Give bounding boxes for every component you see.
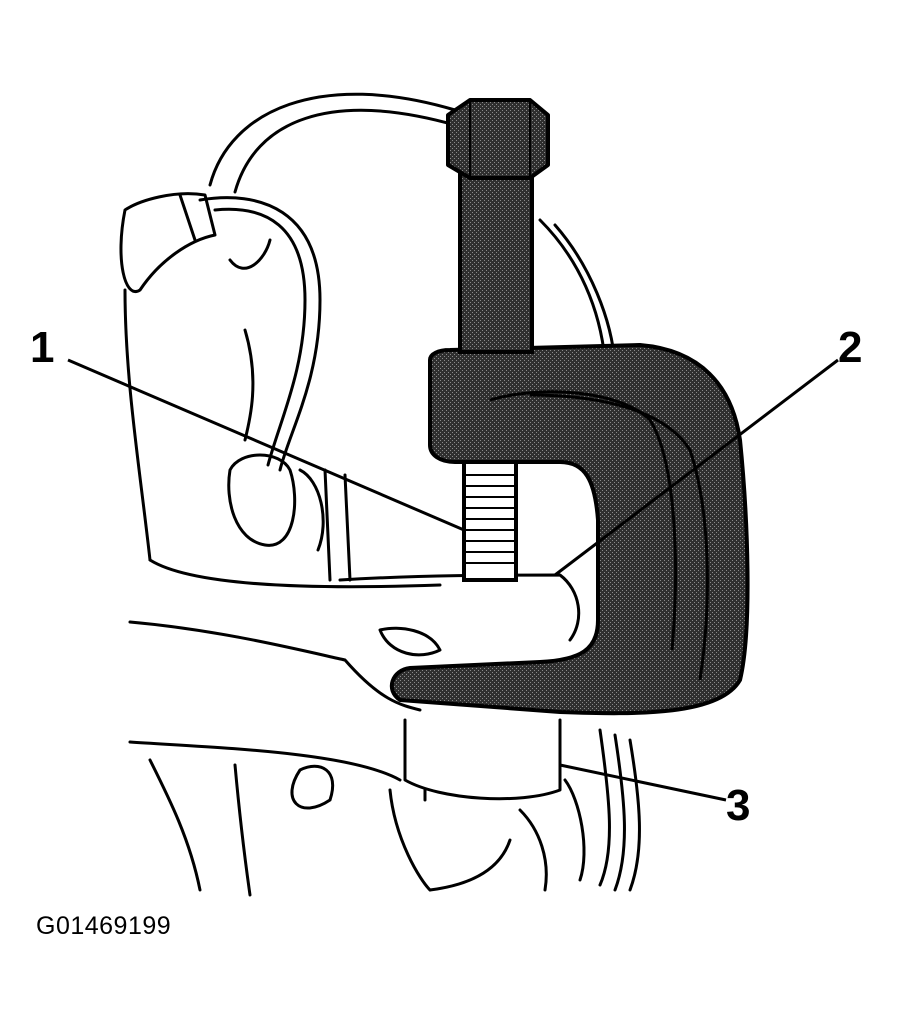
c-frame	[389, 343, 750, 716]
suspension-background-lines	[119, 92, 641, 897]
callout-number-2: 2	[838, 323, 863, 372]
ball-joint-separator-tool	[389, 98, 750, 716]
callout-leader-lines	[67, 358, 839, 802]
leader-line-2	[554, 358, 839, 577]
screw-tip	[462, 460, 518, 582]
leader-line-1	[67, 358, 465, 532]
hex-head	[446, 98, 550, 180]
figure-identifier: G01469199	[36, 912, 172, 940]
callout-number-3: 3	[726, 781, 751, 830]
leader-line-3	[559, 763, 727, 802]
forcing-screw	[458, 158, 534, 354]
callout-number-1: 1	[30, 323, 55, 372]
